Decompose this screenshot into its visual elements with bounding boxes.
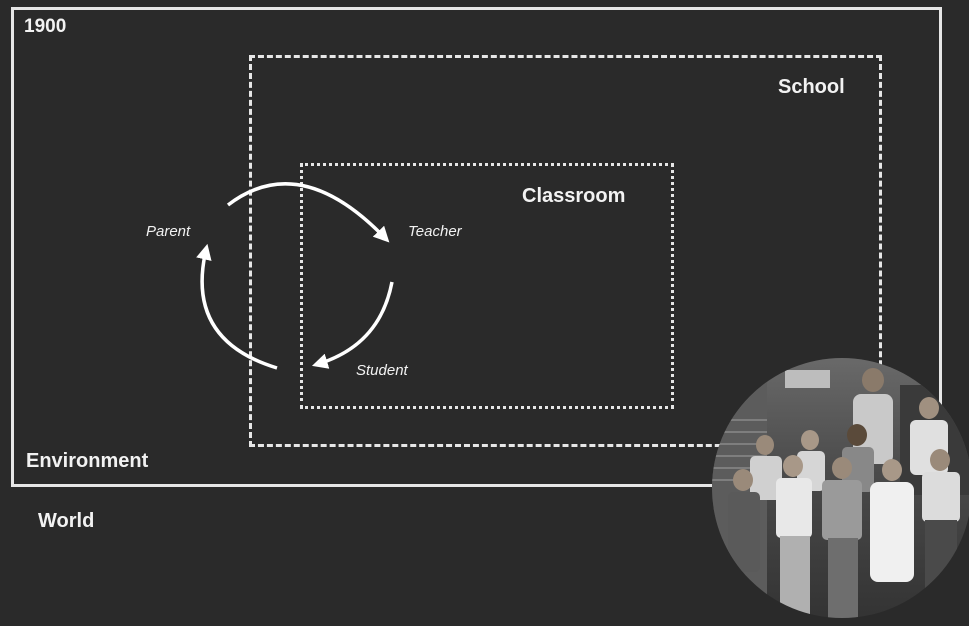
environment-label: Environment [26, 450, 148, 473]
teacher-label: Teacher [408, 223, 462, 240]
year-label: 1900 [24, 16, 66, 38]
student-label: Student [356, 362, 408, 379]
classroom-label: Classroom [522, 185, 625, 208]
arrow-teacher-to-student [318, 282, 392, 364]
class-photo [712, 355, 969, 621]
relationship-cycle [180, 160, 420, 390]
arrow-student-to-parent [202, 250, 277, 368]
world-label: World [38, 510, 94, 533]
school-label: School [778, 76, 845, 99]
parent-label: Parent [146, 223, 190, 240]
arrow-parent-to-teacher [228, 184, 385, 238]
